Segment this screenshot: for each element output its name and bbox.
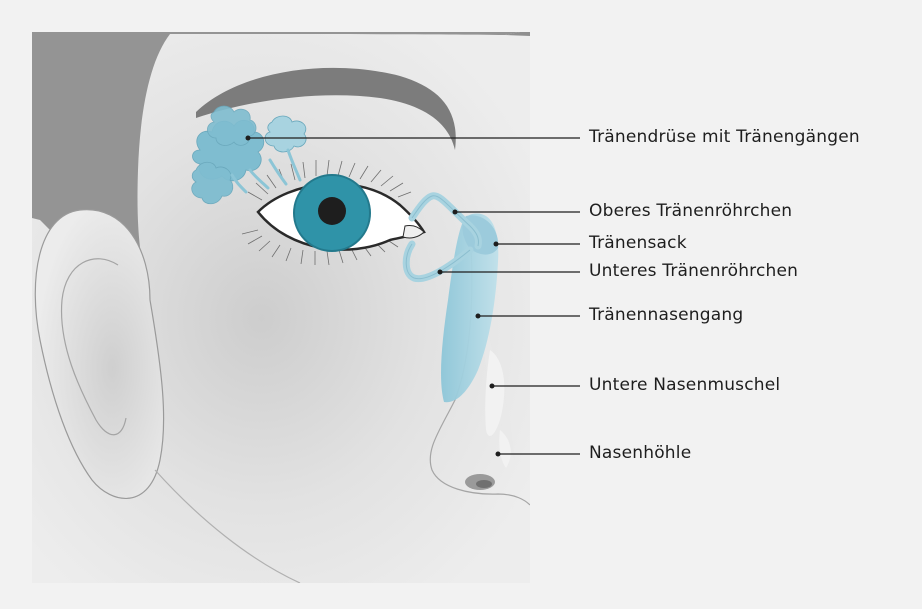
pupil [318,197,346,225]
label-inferior-turbinate: Untere Nasenmuschel [589,375,780,395]
label-upper-canaliculus: Oberes Tränenröhrchen [589,201,792,221]
label-nasal-cavity: Nasenhöhle [589,443,691,463]
label-lacrimal-gland: Tränendrüse mit Tränengängen [589,127,860,147]
label-nasolacrimal-duct: Tränennasengang [589,305,743,325]
label-lacrimal-sac: Tränensack [589,233,687,253]
label-lower-canaliculus: Unteres Tränenröhrchen [589,261,798,281]
